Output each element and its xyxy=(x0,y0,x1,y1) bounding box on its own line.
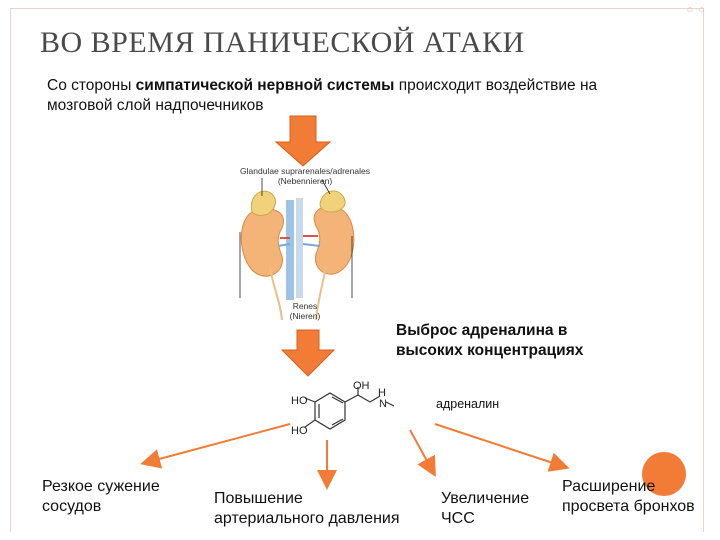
effect-pressure: Повышение артериального давления xyxy=(214,489,400,529)
intro-bold: симпатической нервной системы xyxy=(135,77,395,94)
arrow-to-heart-rate xyxy=(409,429,436,478)
effect-vessels: Резкое сужение сосудов xyxy=(42,477,160,517)
slide-title: ВО ВРЕМЯ ПАНИЧЕСКОЙ АТАКИ xyxy=(40,26,525,59)
release-text: Выброс адреналина в высоких концентрация… xyxy=(396,321,583,361)
molecule-nh-n: N xyxy=(379,398,387,410)
kidney-label: Renes (Nieren) xyxy=(280,301,330,321)
molecule-ho-bottom: HO xyxy=(291,425,308,437)
effect-bronchi: Расширение просвета бронхов xyxy=(562,477,695,517)
release-line2: высоких концентрациях xyxy=(396,342,584,359)
effect-hr-line2: ЧСС xyxy=(441,510,475,527)
effect-heart-rate: Увеличение ЧСС xyxy=(441,489,529,529)
slide-border xyxy=(10,8,704,532)
effect-hr-line1: Увеличение xyxy=(441,490,530,507)
block-arrow-top xyxy=(274,115,332,167)
molecule-name: адреналин xyxy=(436,397,500,411)
gland-label-line2: (Nebennieren) xyxy=(277,176,333,186)
arrow-to-vessels xyxy=(140,423,291,469)
intro-part2: происходит воздействие на мозговой слой … xyxy=(47,77,598,114)
effect-vessels-line2: сосудов xyxy=(42,498,102,515)
molecule-nh-h: H xyxy=(378,387,386,399)
molecule-ho-top: HO xyxy=(291,395,308,407)
molecule-oh: OH xyxy=(353,380,370,392)
kidneys-illustration xyxy=(239,178,355,321)
gland-label-line1: Glandulae suprarenales/adrenales xyxy=(240,166,370,176)
gland-label: Glandulae suprarenales/adrenales (Nebenn… xyxy=(225,166,385,186)
kidney-label-line1: Renes xyxy=(292,301,318,311)
release-line1: Выброс адреналина в xyxy=(396,322,568,339)
corner-decoration: ○ ○ xyxy=(686,4,706,16)
effect-pressure-line2: артериального давления xyxy=(214,510,400,527)
intro-part1: Со стороны xyxy=(47,77,136,94)
adrenaline-molecule xyxy=(304,387,395,430)
decorative-circle xyxy=(642,452,686,496)
effect-pressure-line1: Повышение xyxy=(214,490,303,507)
effect-bronchi-line1: Расширение xyxy=(562,478,656,495)
effect-vessels-line1: Резкое сужение xyxy=(42,478,160,495)
arrow-to-bronchi xyxy=(434,423,570,472)
kidney-label-line2: (Nieren) xyxy=(289,311,321,321)
block-arrow-middle xyxy=(280,329,336,377)
intro-text: Со стороны симпатической нервной системы… xyxy=(47,76,607,116)
effect-bronchi-line2: просвета бронхов xyxy=(562,498,695,515)
